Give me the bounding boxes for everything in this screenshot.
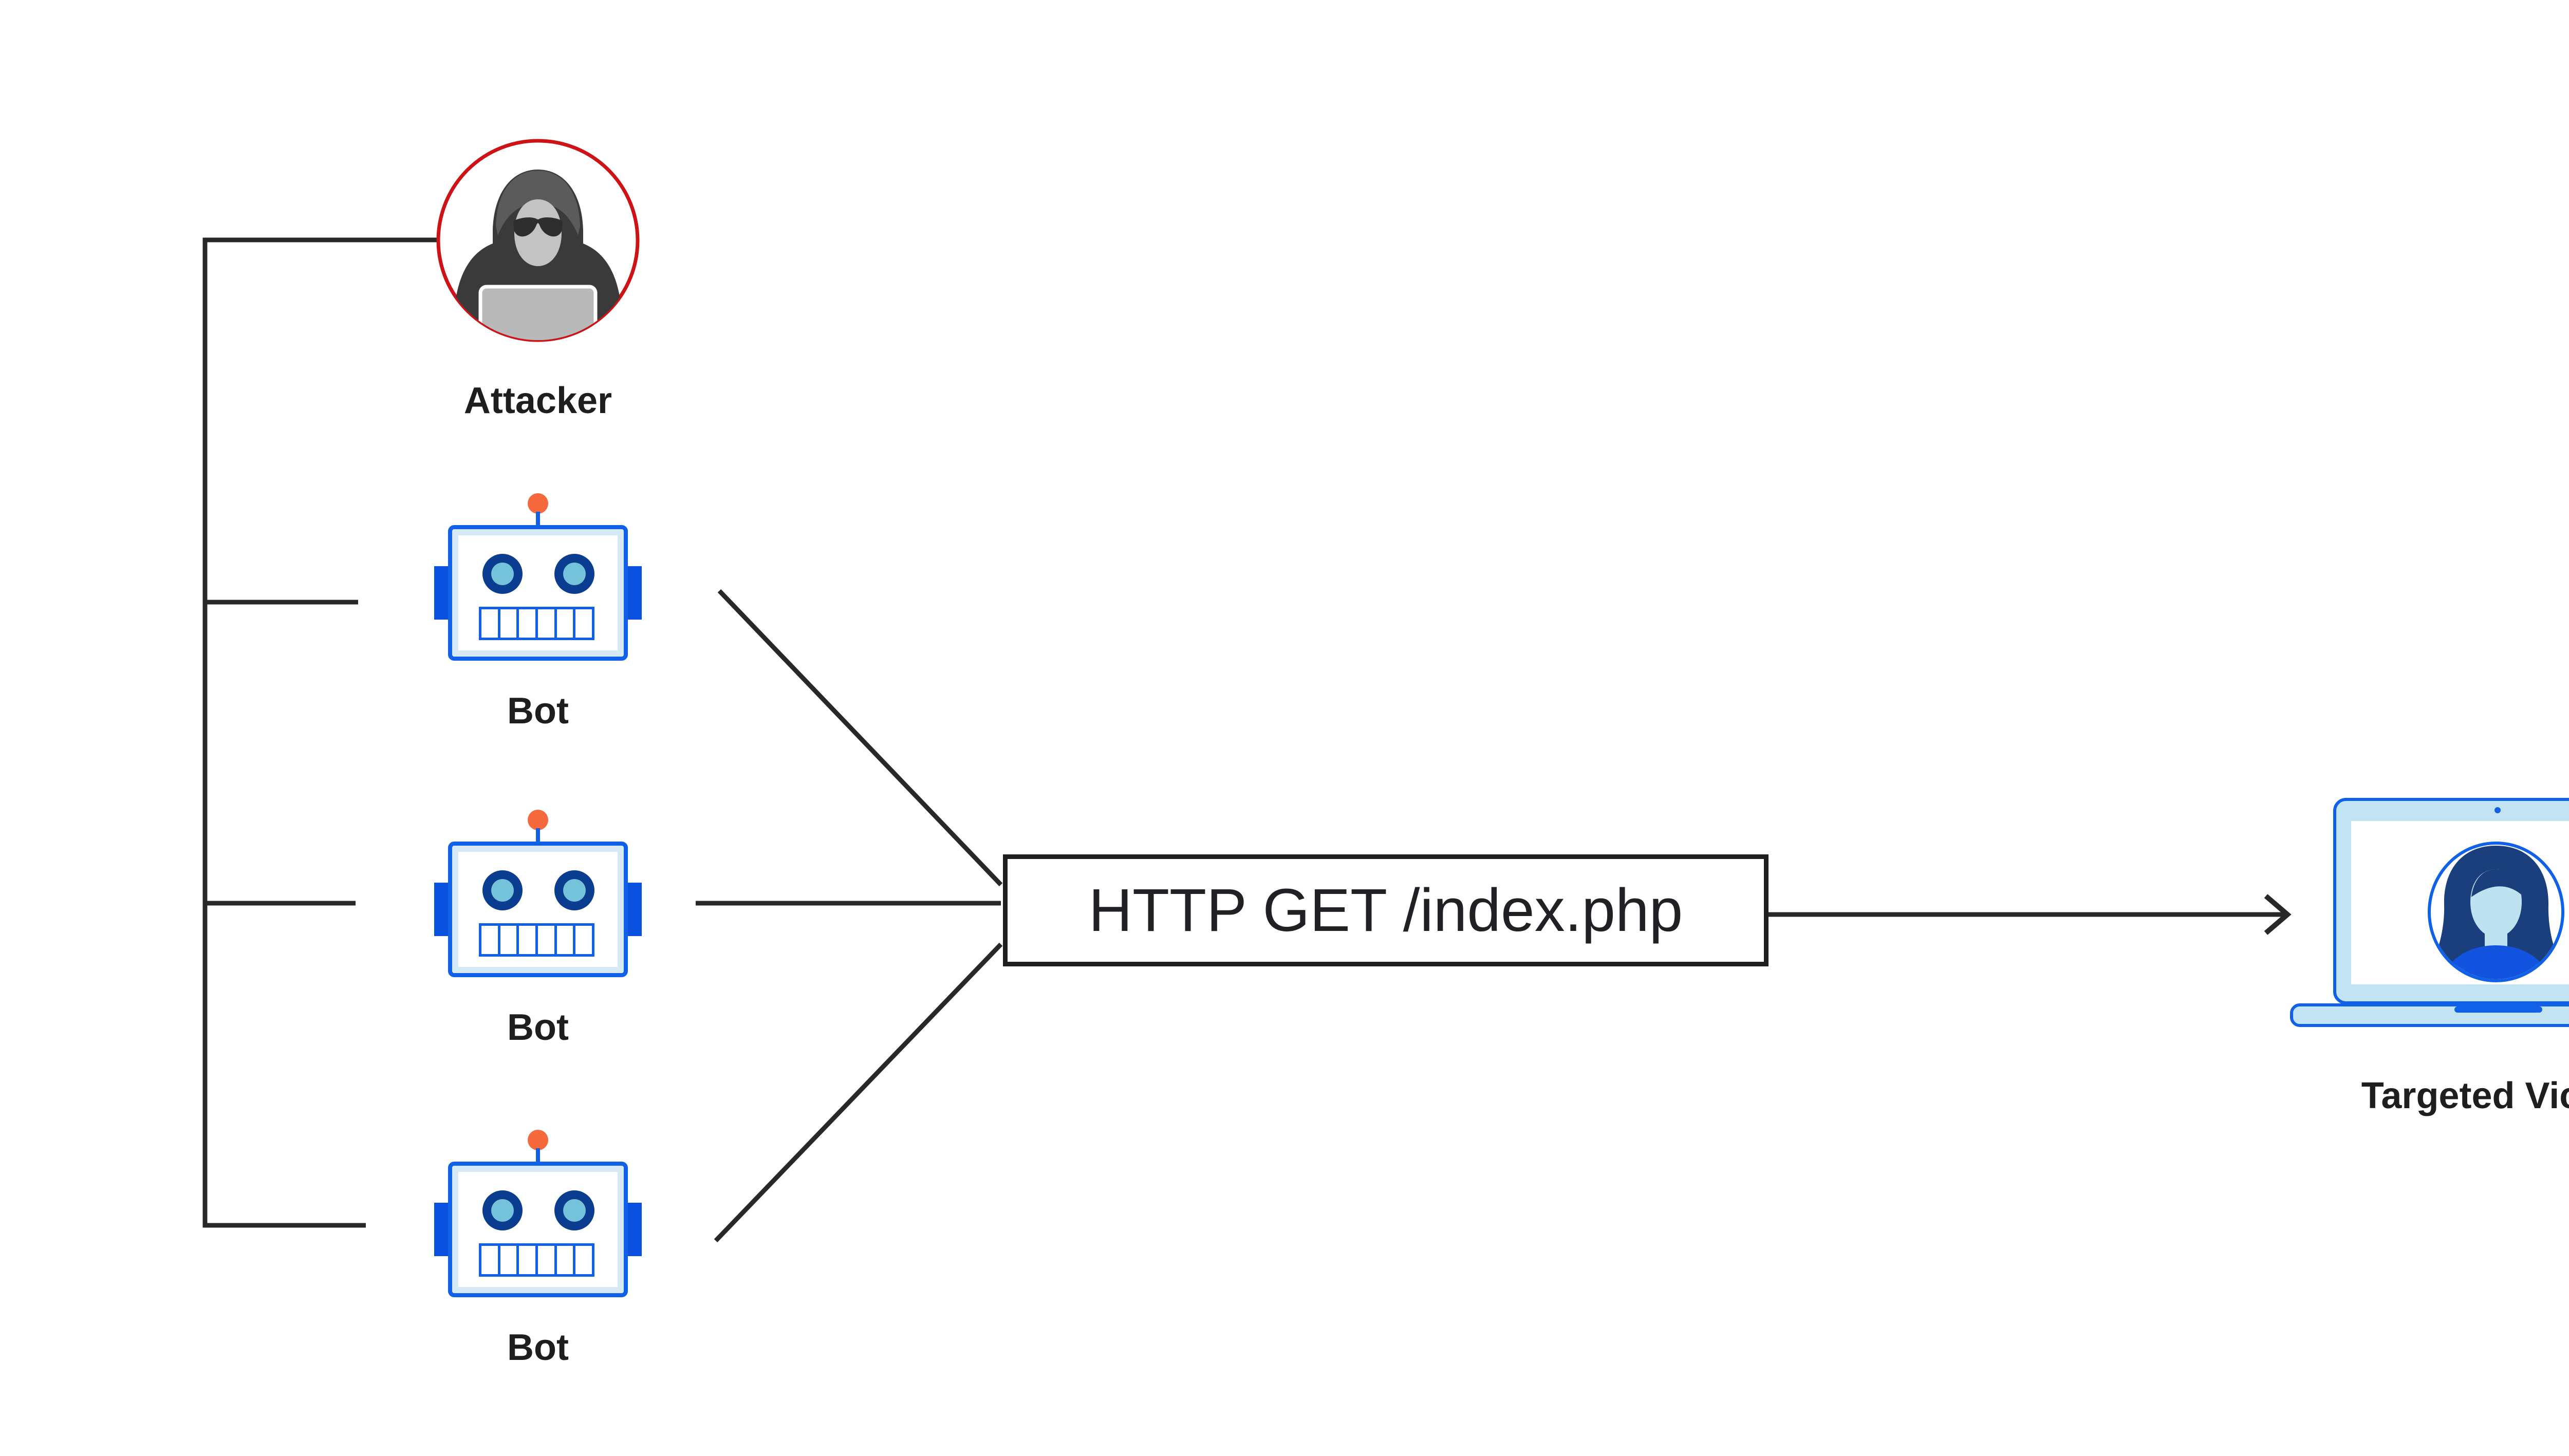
robot-eye-left — [482, 870, 523, 910]
antenna-stem — [536, 828, 540, 844]
attacker-label: Attacker — [463, 380, 612, 421]
antenna-dot-icon — [528, 810, 548, 830]
antenna-stem — [536, 512, 540, 527]
avatar-hair-front — [2471, 869, 2522, 897]
robot-mouth-grid — [479, 923, 594, 957]
robot-head-icon — [448, 1162, 628, 1297]
avatar-shirt — [2440, 945, 2552, 979]
bot-label: Bot — [507, 690, 569, 732]
http-request-text: HTTP GET /index.php — [1088, 876, 1683, 944]
attacker-laptop — [478, 285, 598, 340]
laptop-user-icon — [2290, 798, 2569, 1027]
robot-pupil — [563, 563, 586, 585]
robot-eye-right — [554, 870, 594, 910]
robot-head-icon — [448, 525, 628, 661]
attacker-face — [514, 199, 562, 266]
robot-eye-left — [482, 1190, 523, 1230]
robot-eye-left — [482, 554, 523, 594]
robot-pupil — [563, 879, 586, 902]
hooded-attacker-icon — [436, 139, 640, 342]
robot-pupil — [563, 1199, 586, 1222]
bracket-line — [202, 237, 437, 1228]
bot3-to-box-line — [714, 942, 1003, 1243]
arrowhead-icon — [2264, 894, 2292, 935]
bot-node-2: Bot — [434, 810, 642, 1056]
antenna-stem — [536, 1148, 540, 1164]
robot-eye-right — [554, 1190, 594, 1230]
robot-mouth-grid — [479, 1243, 594, 1277]
bot-label: Bot — [507, 1007, 569, 1048]
laptop-base-notch — [2454, 1006, 2542, 1013]
robot-eye-right — [554, 554, 594, 594]
robot-head-icon — [448, 842, 628, 977]
robot-pupil — [491, 563, 514, 585]
bot-node-1: Bot — [434, 493, 642, 740]
bot-node-3: Bot — [434, 1130, 642, 1376]
laptop-camera-dot — [2494, 807, 2501, 813]
robot-pupil — [491, 879, 514, 902]
antenna-dot-icon — [528, 493, 548, 514]
bot1-to-box-line — [717, 589, 1003, 887]
avatar — [2432, 846, 2560, 979]
http-request-box: HTTP GET /index.php — [1003, 854, 1768, 966]
robot-pupil — [491, 1199, 514, 1222]
victim-node: Targeted Victim — [2289, 795, 2569, 1165]
attacker-node: Attacker — [434, 137, 642, 445]
victim-label: Targeted Victim — [2361, 1075, 2569, 1116]
bot-label: Bot — [507, 1327, 569, 1368]
antenna-dot-icon — [528, 1130, 548, 1150]
attacker-sunglasses — [513, 217, 563, 237]
robot-mouth-grid — [479, 607, 594, 640]
